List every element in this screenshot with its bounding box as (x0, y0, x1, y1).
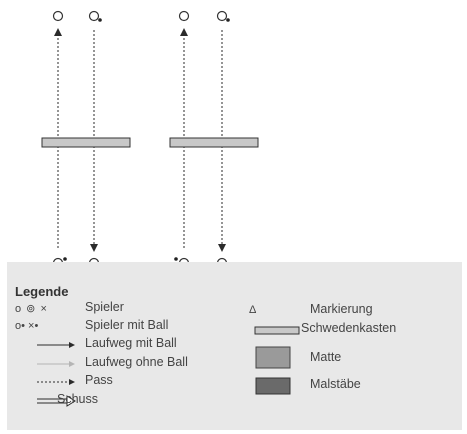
legend-label-laufweg-mit-ball: Laufweg mit Ball (85, 336, 177, 350)
legend-label-markierung: Markierung (310, 302, 373, 316)
player-bottom-4 (217, 257, 227, 262)
schwedenkasten-icon (254, 326, 300, 335)
schwedenkasten-right (169, 137, 259, 148)
legend-label-schwedenkasten: Schwedenkasten (301, 321, 397, 335)
laufweg-ohne-ball-icon (37, 361, 75, 367)
matte-icon (255, 346, 291, 369)
legend-label-pass: Pass (85, 373, 113, 387)
drill-diagram (41, 10, 259, 262)
legend-label-laufweg-ohne-ball: Laufweg ohne Ball (85, 355, 188, 369)
player-bottom-3 (179, 257, 189, 262)
legend-title: Legende (15, 284, 69, 299)
player-top-3 (178, 10, 190, 22)
schuss-icon (37, 395, 76, 407)
spieler-mit-ball-symbols: o• ×• (15, 320, 39, 332)
ball-bottom-3 (174, 257, 178, 261)
ball-top-2 (98, 18, 102, 22)
pass-icon (37, 379, 75, 385)
legend-label-malstaebe: Malstäbe (310, 377, 361, 391)
player-top-1 (52, 10, 64, 22)
player-top-2 (88, 10, 100, 22)
schwedenkasten-left (41, 137, 131, 148)
legend-label-spieler: Spieler (85, 300, 124, 314)
laufweg-mit-ball-icon (37, 342, 75, 348)
legend-panel: Legende o ⊚ × Spieler o• ×• Spieler mit … (7, 262, 462, 430)
legend-label-matte: Matte (310, 350, 342, 364)
ball-top-4 (226, 18, 230, 22)
player-top-4 (216, 10, 228, 22)
player-bottom-1 (53, 257, 63, 262)
legend-label-spieler-mit-ball: Spieler mit Ball (85, 318, 169, 332)
legend-label-schuss: Schuss (57, 392, 98, 406)
player-bottom-2 (89, 257, 99, 262)
spieler-symbols: o ⊚ × (15, 303, 48, 315)
malstaebe-icon (255, 377, 291, 395)
ball-bottom-1 (63, 257, 67, 261)
markierung-icon: Δ (249, 304, 257, 316)
